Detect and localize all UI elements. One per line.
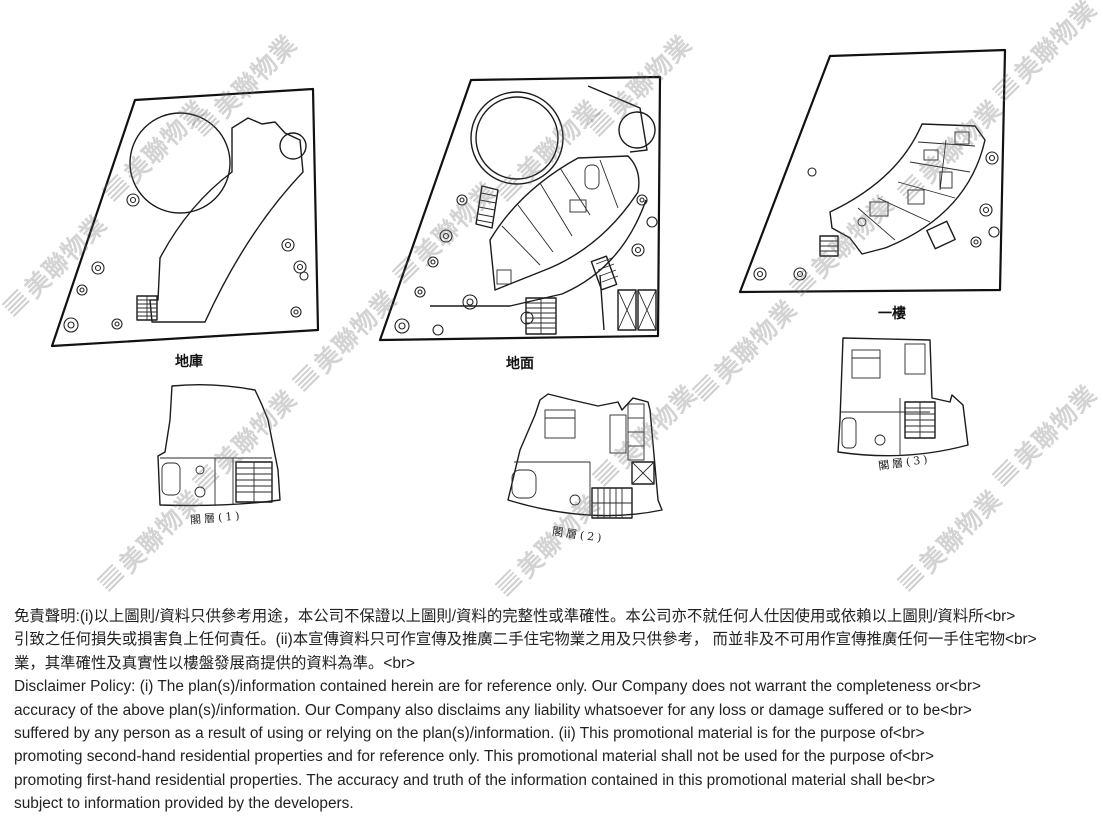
ground-pool-outer	[470, 91, 564, 185]
tree	[63, 317, 79, 333]
first-floor-balcony	[926, 220, 956, 250]
tree	[111, 318, 123, 330]
tree	[394, 318, 410, 334]
tree	[753, 267, 767, 281]
first-floor-rooms	[857, 131, 976, 241]
tree	[646, 216, 658, 228]
ground-site-boundary	[378, 75, 662, 342]
ground-room-partitions	[496, 159, 619, 285]
basement-round-bay	[279, 132, 307, 160]
ground-upper-wing	[587, 85, 648, 153]
loft1-outline	[157, 383, 281, 507]
basement-trees	[63, 193, 309, 333]
loft3-plan: 閣層(3)	[837, 337, 969, 473]
first-floor-label: 一樓	[878, 305, 906, 322]
tree	[631, 243, 645, 257]
loft2-label: 閣層(2)	[551, 525, 605, 545]
tree	[126, 193, 140, 207]
loft1-staircase	[235, 461, 273, 503]
disclaimer-line: promoting second-hand residential proper…	[14, 748, 934, 766]
tree	[299, 271, 309, 281]
tree	[414, 286, 426, 298]
tree	[439, 229, 453, 243]
loft1-toilet	[194, 486, 206, 498]
ground-side-staircase	[590, 255, 619, 291]
ground-label: 地面	[506, 355, 534, 372]
loft3-bathtub	[841, 417, 857, 449]
tree	[985, 151, 999, 165]
loft3-desk	[904, 343, 926, 375]
disclaimer-line: 免責聲明:(i)以上圖則/資料只供參考用途，本公司不保證以上圖則/資料的完整性或…	[14, 608, 1016, 625]
loft2-wardrobe	[609, 414, 627, 454]
first-floor-curved-building	[829, 123, 986, 255]
basement-pool	[129, 112, 231, 214]
loft1-plan: 閣層(1)	[157, 383, 281, 527]
tree	[462, 294, 478, 310]
tree	[793, 267, 807, 281]
tree	[281, 238, 295, 252]
tree	[988, 226, 1000, 238]
tree	[91, 261, 105, 275]
loft1-bathtub	[161, 462, 181, 496]
loft1-basin	[195, 465, 205, 475]
ground-outer-walkway	[430, 199, 647, 307]
basement-curved-building	[149, 117, 304, 323]
disclaimer-line: accuracy of the above plan(s)/informatio…	[14, 701, 972, 719]
ground-round-feature	[618, 111, 656, 149]
tree	[290, 306, 302, 318]
tree	[432, 324, 444, 336]
loft2-bathtub	[511, 469, 537, 499]
disclaimer-line: Disclaimer Policy: (i) The plan(s)/infor…	[14, 678, 981, 696]
loft3-outline	[837, 337, 969, 457]
basement-staircase	[136, 295, 158, 321]
ground-plan: 地面	[378, 75, 662, 372]
basement-plan: 地庫	[50, 87, 320, 370]
loft2-toilet	[569, 494, 581, 506]
disclaimer-line: suffered by any person as a result of us…	[14, 725, 925, 743]
tree	[520, 311, 534, 325]
loft3-toilet	[874, 434, 886, 446]
tree	[76, 284, 88, 296]
first-floor-plan: 一樓	[738, 48, 1007, 322]
disclaimer-line: 引致之任何損失或損害負上任何責任。(ii)本宣傳資料只可作宣傳及推廣二手住宅物業…	[14, 631, 1037, 649]
tree	[636, 194, 648, 206]
disclaimer-line: 業，其準確性及真實性以樓盤發展商提供的資料為準。<br>	[14, 654, 416, 672]
tree	[807, 167, 817, 177]
loft2-cabinet	[627, 403, 645, 461]
ground-pool-inner	[475, 96, 559, 180]
disclaimer-line: subject to information provided by the d…	[14, 795, 354, 813]
ground-walkway-edge	[599, 274, 605, 331]
ground-parking-bays	[617, 289, 657, 331]
ground-curved-building	[489, 155, 640, 291]
ground-main-staircase	[525, 297, 557, 335]
loft2-outline	[507, 393, 663, 517]
tree	[456, 194, 468, 206]
floor-plans-drawing: 地庫	[50, 48, 1007, 545]
disclaimer-line: promoting first-hand residential propert…	[14, 771, 936, 789]
loft2-plan: 閣層(2)	[507, 393, 663, 545]
first-floor-site-boundary	[738, 48, 1007, 294]
basement-site-boundary	[50, 87, 320, 348]
loft3-bed	[851, 349, 881, 379]
loft1-label: 閣層(1)	[190, 509, 244, 527]
tree	[970, 236, 982, 248]
ground-trees	[394, 194, 658, 336]
loft2-void-box	[631, 461, 655, 485]
ground-curved-staircase	[475, 185, 499, 229]
loft2-bed	[544, 409, 576, 439]
loft2-staircase	[591, 487, 633, 519]
tree	[979, 203, 993, 217]
tree	[427, 256, 439, 268]
loft3-staircase	[904, 401, 936, 439]
tree	[293, 260, 307, 274]
disclaimer-text: 免責聲明:(i)以上圖則/資料只供參考用途，本公司不保證以上圖則/資料的完整性或…	[14, 605, 1096, 816]
first-floor-trees	[753, 151, 1000, 281]
first-floor-staircase	[819, 235, 839, 257]
basement-label: 地庫	[175, 353, 203, 370]
